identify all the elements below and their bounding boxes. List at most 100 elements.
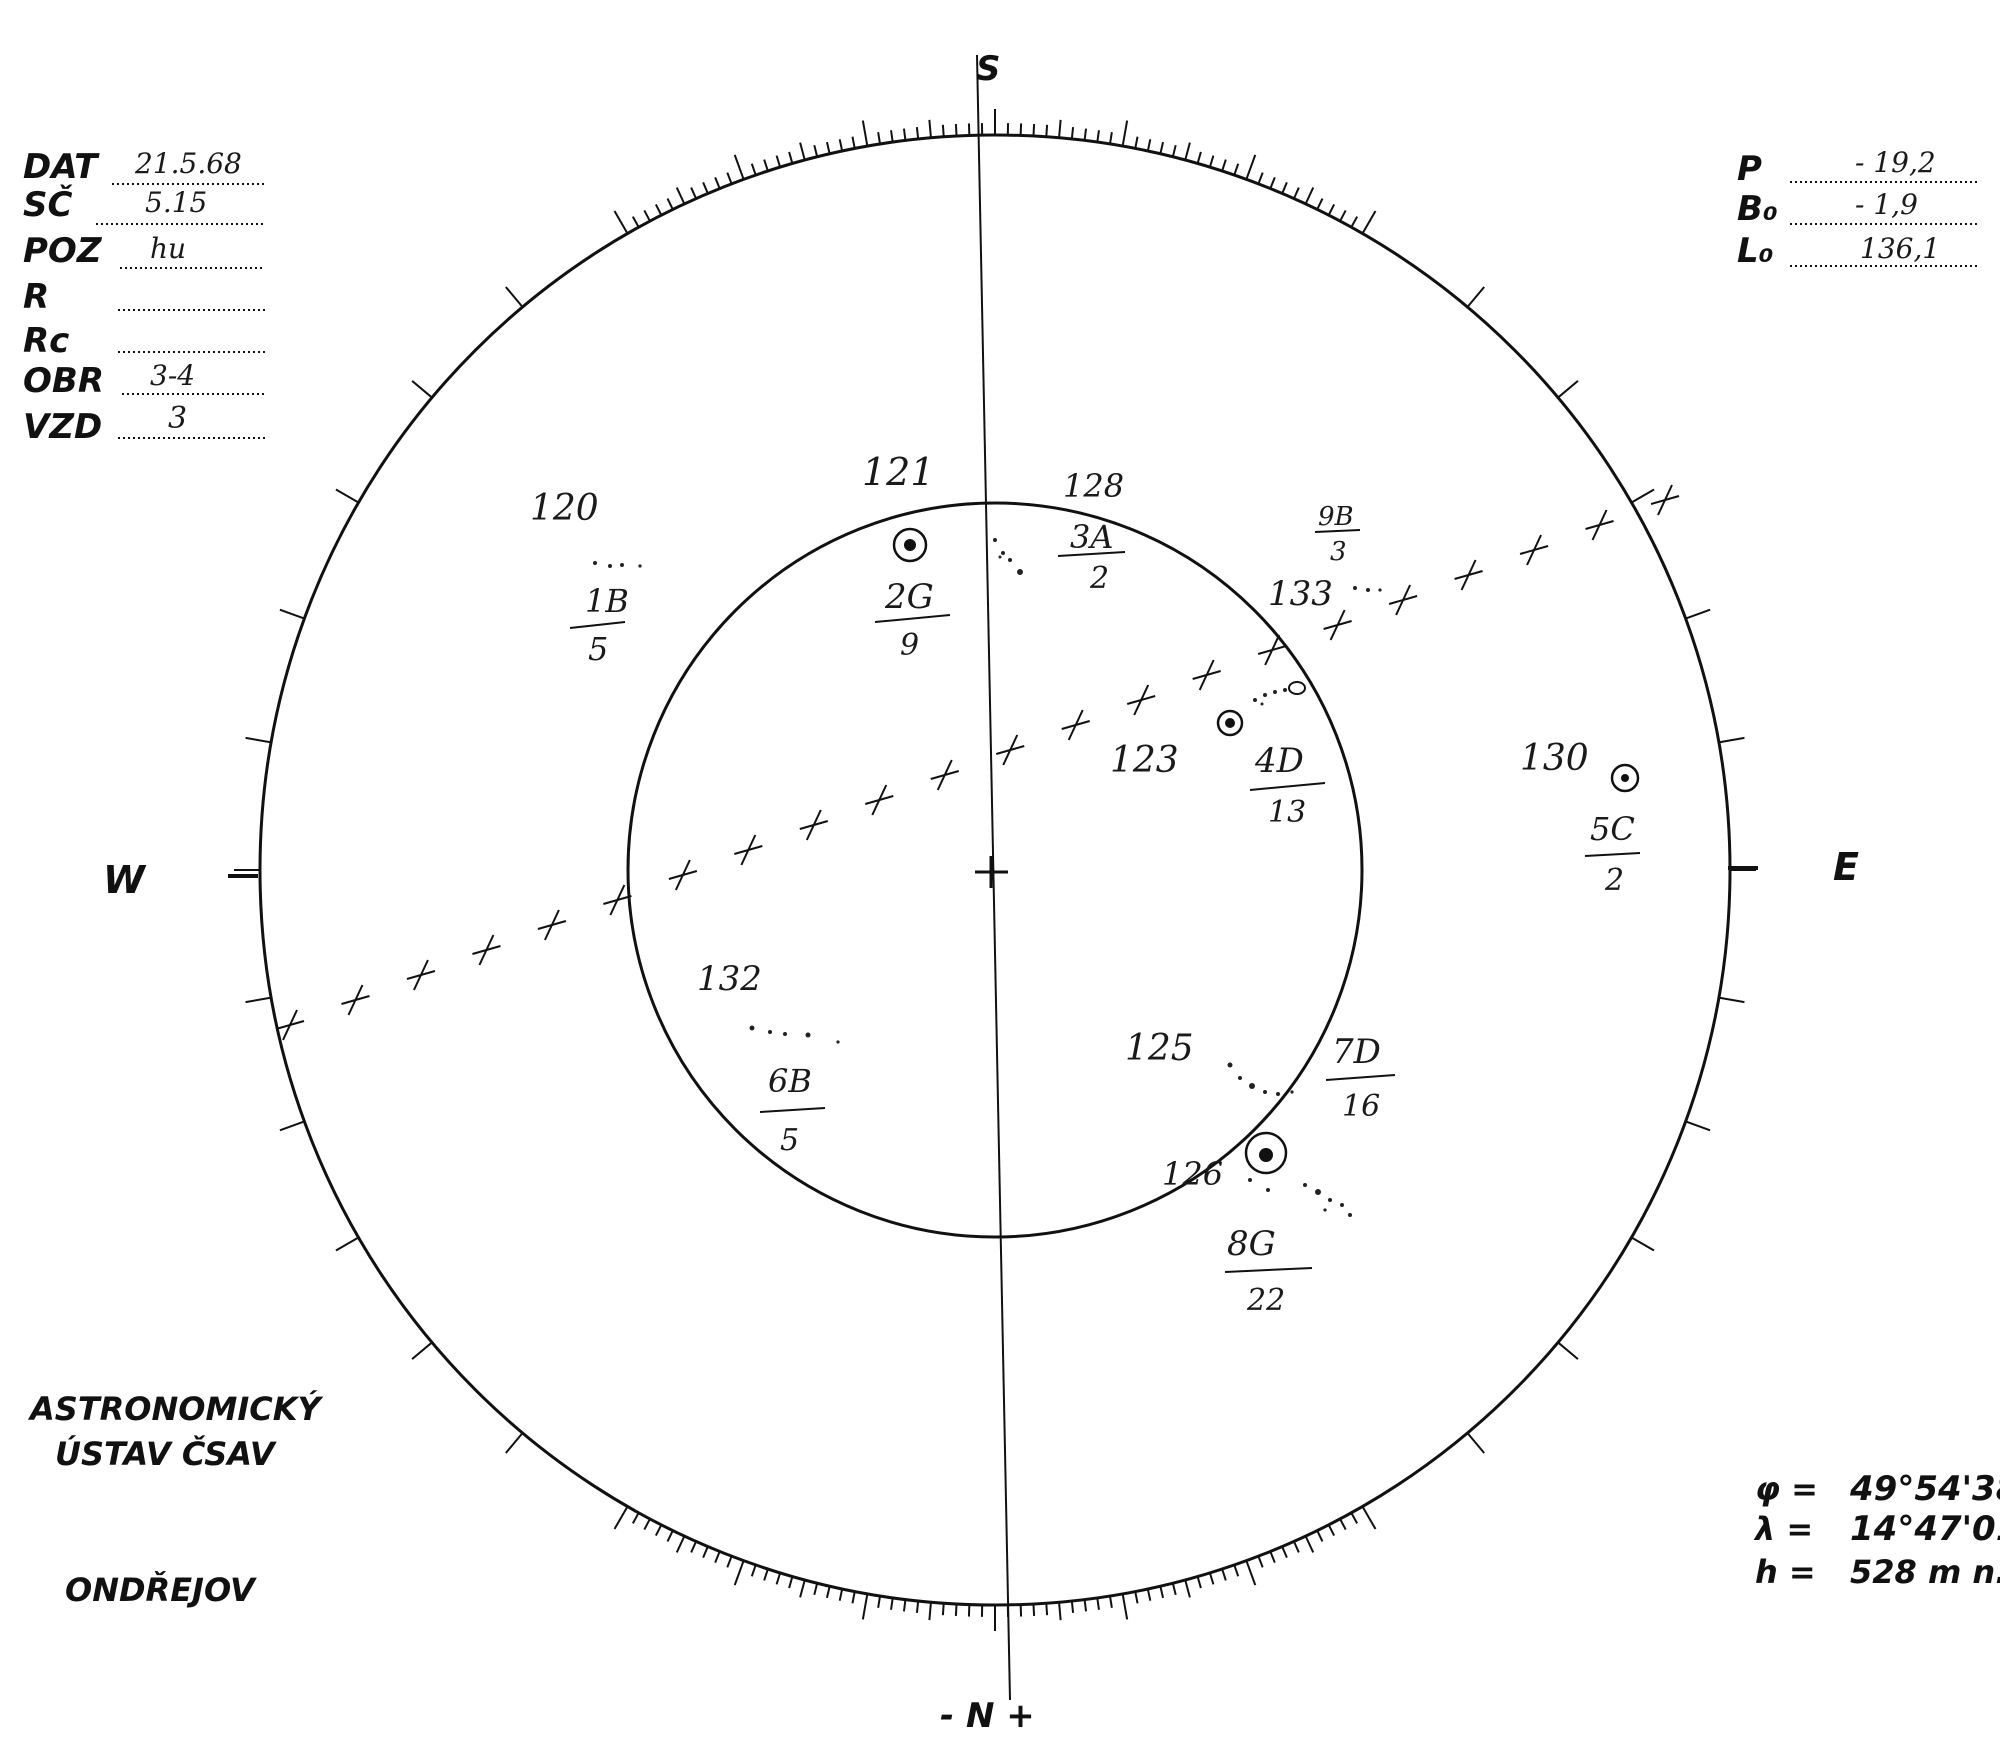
institution-location: ONDŘEJOV (65, 1571, 257, 1609)
degree-tick (1184, 1579, 1191, 1598)
degree-tick (1257, 172, 1264, 185)
group-class: 8G (1227, 1224, 1276, 1264)
sunspot-group-121: 121 2G 9 (862, 450, 951, 663)
degree-tick (1108, 132, 1113, 145)
observatory-coordinates: φ = 49°54'38" λ = 14°47'01" h = 528 m n.… (1753, 1469, 2000, 1591)
degree-tick (631, 1512, 640, 1524)
degree-tick (1631, 488, 1655, 504)
degree-tick (851, 1591, 856, 1604)
equator-cross-mark (1526, 534, 1542, 566)
degree-tick (1631, 1236, 1655, 1252)
degree-tick (915, 126, 920, 140)
degree-tick (763, 159, 769, 172)
degree-tick (1134, 1591, 1139, 1604)
degree-tick (941, 124, 945, 137)
degree-tick (726, 172, 733, 185)
group-class: 7D (1332, 1032, 1381, 1072)
degree-tick (279, 1120, 305, 1132)
equator-cross-mark (1460, 559, 1477, 591)
sunspot-group-132: 132 6B 5 (697, 959, 840, 1158)
degree-tick (1221, 1568, 1227, 1581)
field-value-p: - 19,2 (1855, 146, 1936, 179)
degree-tick (1466, 286, 1485, 308)
degree-tick (1293, 1541, 1300, 1553)
field-label-b0: B₀ (1737, 189, 1778, 229)
group-class: 3A (1070, 518, 1113, 556)
group-number: 126 (1162, 1155, 1223, 1193)
degree-tick (666, 198, 674, 210)
degree-tick (788, 1576, 794, 1589)
field-label-rc: Rc (23, 321, 69, 361)
degree-tick (1221, 159, 1227, 172)
degree-tick (1233, 1564, 1240, 1577)
degree-tick (1134, 136, 1139, 149)
coord-value-lat: 49°54'38" (1849, 1469, 2000, 1509)
degree-tick (954, 1603, 958, 1617)
equator-cross-mark (478, 934, 495, 966)
degree-tick (825, 1585, 831, 1599)
solar-disk-outline (258, 133, 1732, 1607)
degree-tick (763, 1568, 769, 1581)
coord-symbol-lat: φ = (1755, 1470, 1818, 1508)
inner-reference-circle (626, 501, 1364, 1239)
degree-tick (1339, 209, 1347, 222)
degree-tick (631, 216, 640, 228)
degree-tick (775, 1572, 782, 1585)
group-count: 5 (588, 630, 608, 668)
degree-tick (1350, 216, 1359, 228)
field-label-vzd: VZD (23, 407, 102, 447)
degree-tick (654, 1524, 663, 1537)
degree-tick (1304, 187, 1315, 205)
equator-cross-mark (347, 984, 364, 1016)
degree-tick (825, 141, 831, 155)
degree-tick (799, 142, 806, 161)
degree-tick (1146, 139, 1152, 152)
equator-cross-mark (740, 834, 757, 866)
degree-tick (861, 120, 869, 147)
degree-tick (1208, 1572, 1215, 1585)
degree-tick (750, 163, 757, 176)
group-class: 5C (1590, 810, 1635, 848)
degree-tick (750, 1564, 757, 1577)
degree-tick (335, 488, 359, 504)
degree-tick (1269, 1551, 1276, 1563)
degree-tick (838, 139, 844, 152)
degree-tick (1171, 144, 1177, 158)
field-label-dat: DAT (23, 147, 100, 187)
degree-tick (1196, 151, 1202, 164)
equator-cross-mark (805, 809, 822, 841)
equator-cross-mark (871, 784, 888, 816)
group-class: 6B (768, 1062, 812, 1100)
group-number: 125 (1125, 1028, 1194, 1069)
degree-tick (1196, 1576, 1202, 1589)
equator-cross-mark (1264, 634, 1281, 666)
east-label: E (1833, 845, 1859, 889)
degree-tick (1096, 1597, 1100, 1610)
degree-tick (861, 1593, 869, 1620)
group-count: 16 (1342, 1089, 1380, 1124)
degree-tick (902, 1599, 907, 1612)
field-value-obr: 3-4 (150, 359, 195, 392)
degree-tick (690, 1541, 697, 1553)
degree-tick (1032, 1603, 1036, 1617)
degree-tick (1466, 1432, 1485, 1454)
degree-tick (954, 123, 958, 137)
equator-cross-mark (1002, 734, 1019, 766)
group-class: 9B (1318, 502, 1354, 532)
field-value-poz: hu (150, 232, 186, 265)
degree-tick (613, 1506, 629, 1530)
sunspot-group-125: 125 7D 16 (1125, 1028, 1396, 1124)
coord-symbol-h: h = (1755, 1553, 1816, 1591)
group-count: 22 (1246, 1283, 1285, 1318)
degree-tick (726, 1555, 733, 1568)
degree-tick (1327, 1524, 1336, 1537)
degree-tick (245, 736, 272, 744)
degree-tick (1208, 155, 1215, 168)
group-count: 5 (780, 1123, 799, 1158)
degree-tick (890, 1597, 894, 1610)
degree-tick (1058, 119, 1062, 138)
degree-tick (1281, 1546, 1288, 1559)
degree-tick (902, 128, 907, 141)
degree-tick (714, 177, 721, 189)
group-number: 128 (1063, 467, 1124, 505)
